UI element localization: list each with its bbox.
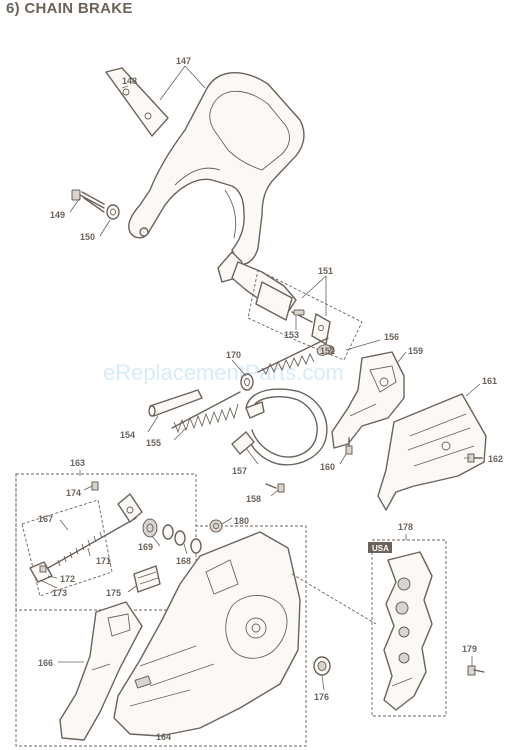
plate-178-part	[383, 551, 433, 711]
svg-text:USA: USA	[372, 544, 389, 553]
callout-158: 158	[246, 494, 261, 504]
screw-158-part	[265, 483, 285, 493]
rod-171-part	[47, 493, 143, 569]
rod-154-part	[148, 389, 203, 417]
spring-156-part	[257, 337, 332, 375]
callout-160: 160	[320, 462, 335, 472]
callout-179: 179	[462, 644, 477, 654]
cover-plate-161-part	[377, 393, 487, 511]
screw-149-part	[71, 189, 105, 213]
callout-150: 150	[80, 232, 95, 242]
callout-171: 171	[96, 556, 111, 566]
nut-180-part	[209, 519, 223, 533]
lever-159-part	[331, 351, 405, 449]
assembly-lower-outline	[15, 474, 307, 747]
callout-169: 169	[138, 542, 153, 552]
leader-to-178	[291, 573, 377, 625]
screw-179-part	[467, 665, 485, 676]
callout-167: 167	[38, 514, 53, 524]
pin-153-part	[293, 309, 305, 316]
watermark: eReplacementParts.com	[103, 360, 344, 385]
screw-174-part	[91, 481, 99, 491]
callout-155: 155	[146, 438, 161, 448]
callout-154: 154	[120, 430, 135, 440]
spring-155-part	[171, 391, 241, 434]
callout-156: 156	[384, 332, 399, 342]
adjuster-172-part	[29, 561, 53, 583]
callout-175: 175	[106, 588, 121, 598]
callout-152: 152	[320, 346, 335, 356]
screw-160-part	[345, 437, 353, 455]
callout-180: 180	[234, 516, 249, 526]
callout-157: 157	[232, 466, 247, 476]
callout-172: 172	[60, 574, 75, 584]
guard-plate-part	[105, 67, 169, 137]
callout-168: 168	[176, 556, 191, 566]
insert-175-part	[133, 565, 161, 593]
callout-149: 149	[50, 210, 65, 220]
callout-163: 163	[70, 458, 85, 468]
usa-badge: USA	[368, 542, 392, 553]
callout-151: 151	[318, 266, 333, 276]
gear-169-part	[142, 518, 158, 538]
assembly-178-outline	[371, 539, 447, 717]
chain-catcher-166-part	[59, 601, 143, 741]
callout-174: 174	[66, 488, 81, 498]
callout-148: 148	[122, 76, 137, 86]
main-cover-164-part	[113, 531, 301, 737]
leader-lines	[39, 65, 481, 691]
callout-176: 176	[314, 692, 329, 702]
callout-147: 147	[176, 56, 191, 66]
brake-band-part	[231, 388, 328, 466]
callout-153: 153	[284, 330, 299, 340]
callout-170: 170	[226, 350, 241, 360]
callout-161: 161	[482, 376, 497, 386]
brake-link-part	[255, 281, 331, 345]
callout-178: 178	[398, 522, 413, 532]
diagram-title: 6) CHAIN BRAKE	[6, 0, 133, 17]
callout-162: 162	[488, 454, 503, 464]
washer-168-part	[162, 524, 202, 554]
washer-170-part	[240, 373, 254, 391]
callout-164: 164	[156, 732, 171, 742]
callout-numbers: 147 148 149 150 151 152 153 154 155 156 …	[38, 56, 503, 742]
bushing-150-part	[106, 204, 120, 220]
callout-166: 166	[38, 658, 53, 668]
callout-173: 173	[52, 588, 67, 598]
nut-176-part	[313, 656, 331, 676]
assembly-151-outline	[247, 269, 363, 361]
callout-159: 159	[408, 346, 423, 356]
